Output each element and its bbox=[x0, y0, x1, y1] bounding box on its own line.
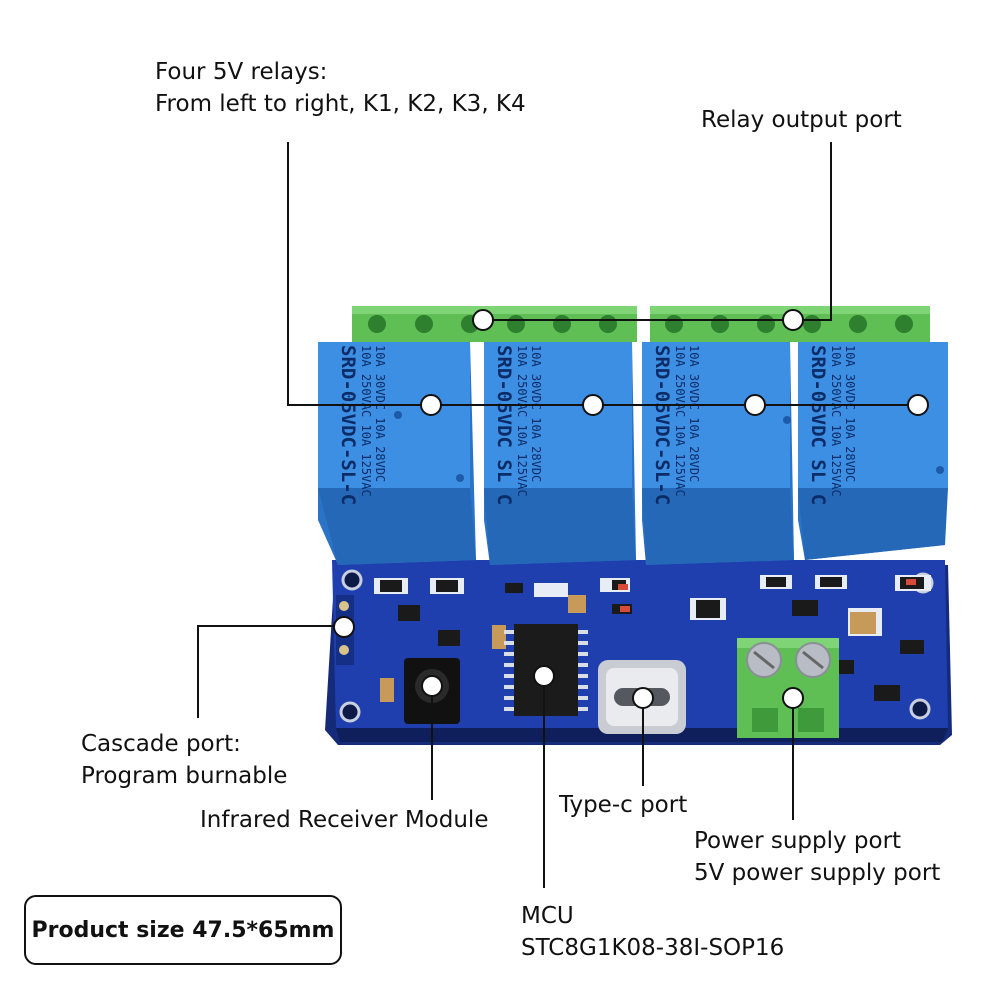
relays-description: From left to right, K1, K2, K3, K4 bbox=[155, 91, 526, 117]
relay-k3-rating-1: 10A 250VAC 10A 125VAC bbox=[673, 345, 687, 497]
relay-k3-marking: SRD-05VDC-SL-C bbox=[651, 345, 673, 505]
product-size-label: Product size 47.5*65mm bbox=[31, 917, 335, 943]
typec-annotation: Type-c port bbox=[559, 789, 687, 821]
relay-k1-rating-2: 10A 30VDC 10A 28VDC bbox=[373, 345, 387, 482]
relay-k1-marking: SRD-05VDC-SL-C bbox=[337, 345, 359, 505]
cascade-annotation: Cascade port: Program burnable bbox=[81, 728, 287, 792]
infrared-annotation: Infrared Receiver Module bbox=[200, 804, 488, 836]
cascade-description: Program burnable bbox=[81, 763, 288, 789]
mounting-holes bbox=[339, 569, 934, 723]
relay-k4 bbox=[798, 342, 948, 560]
power-annotation: Power supply port 5V power supply port bbox=[694, 825, 940, 889]
relay-k1-rating-1: 10A 250VAC 10A 125VAC bbox=[359, 345, 373, 497]
power-description: 5V power supply port bbox=[694, 860, 941, 886]
cascade-title: Cascade port: bbox=[81, 731, 241, 757]
mcu-annotation: MCU STC8G1K08-38I-SOP16 bbox=[521, 900, 784, 964]
relay-k2-marking: SRD-05VDC SL C bbox=[493, 345, 515, 505]
relays-title: Four 5V relays: bbox=[155, 59, 328, 85]
power-terminal bbox=[737, 638, 839, 738]
typec-label: Type-c port bbox=[559, 792, 688, 818]
relay-k4-rating-2: 10A 30VDC 10A 28VDC bbox=[843, 345, 857, 482]
relay-output-annotation: Relay output port bbox=[701, 104, 902, 136]
relay-output-terminals bbox=[352, 306, 930, 342]
mcu-title: MCU bbox=[521, 903, 574, 929]
relay-k2-rating-2: 10A 30VDC 10A 28VDC bbox=[529, 345, 543, 482]
annotation-lines bbox=[197, 142, 918, 888]
relay-output-label: Relay output port bbox=[701, 107, 902, 133]
relay-k4-rating-1: 10A 250VAC 10A 125VAC bbox=[829, 345, 843, 497]
annotation-dots bbox=[333, 309, 929, 709]
smd-components bbox=[374, 575, 931, 702]
relay-k4-marking: SRD-05VDC SL C bbox=[807, 345, 829, 505]
relay-k3-rating-2: 10A 30VDC 10A 28VDC bbox=[687, 345, 701, 482]
mcu-model: STC8G1K08-38I-SOP16 bbox=[521, 935, 785, 961]
product-size-badge: Product size 47.5*65mm bbox=[24, 895, 342, 965]
relays-annotation: Four 5V relays: From left to right, K1, … bbox=[155, 56, 526, 120]
infrared-label: Infrared Receiver Module bbox=[200, 807, 489, 833]
power-title: Power supply port bbox=[694, 828, 902, 854]
relay-k2-rating-1: 10A 250VAC 10A 125VAC bbox=[515, 345, 529, 497]
